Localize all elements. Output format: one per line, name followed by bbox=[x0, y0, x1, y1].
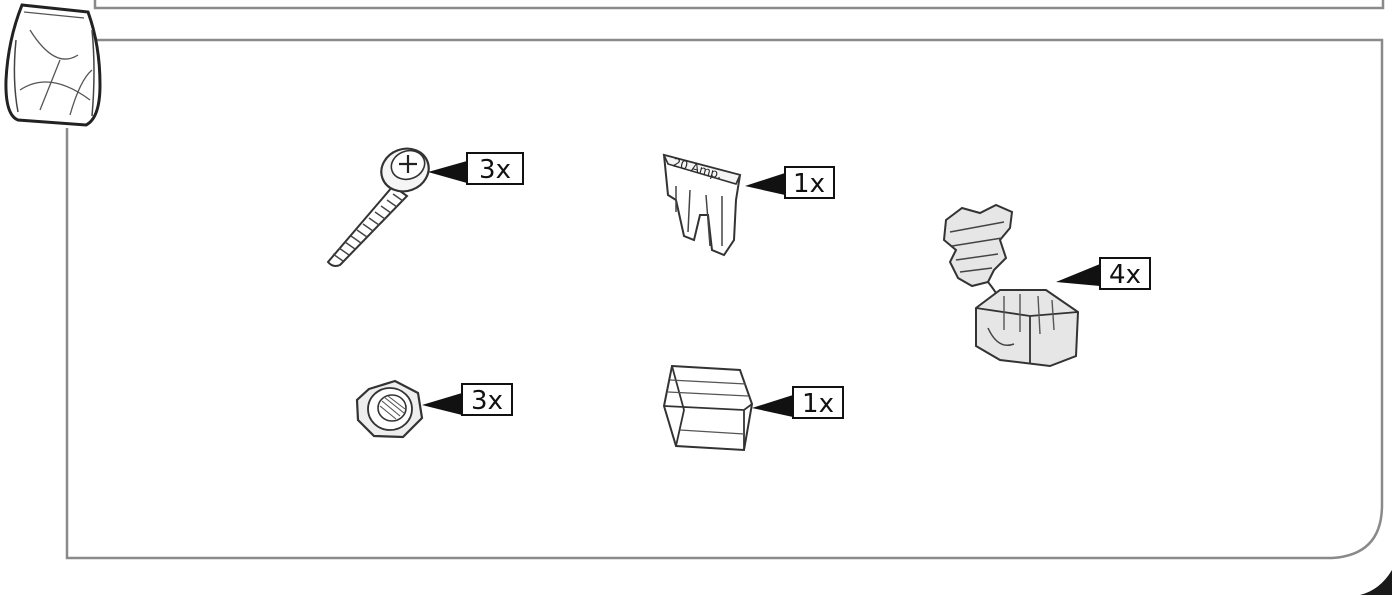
fuse-qty-label: 1x bbox=[793, 169, 825, 199]
corner-mark bbox=[1360, 570, 1392, 595]
panel-frame bbox=[65, 38, 1384, 560]
fuse-holder-cover-part bbox=[662, 364, 754, 452]
hex-nut-part bbox=[355, 379, 424, 439]
wire-tap-connector-part bbox=[942, 203, 1080, 368]
fuse-callout: 1x bbox=[745, 166, 835, 199]
previous-panel-frame bbox=[93, 0, 1385, 10]
fuse-holder-cover-qty-label: 1x bbox=[802, 389, 834, 419]
fuse-holder-cover-callout: 1x bbox=[752, 386, 844, 419]
screw-qty-label: 3x bbox=[479, 155, 511, 185]
wire-tap-callout: 4x bbox=[1056, 257, 1151, 290]
fuse-part: 20 Amp. bbox=[662, 153, 742, 257]
hex-nut-callout: 3x bbox=[422, 383, 513, 416]
screw-part bbox=[326, 147, 430, 267]
wire-tap-qty-label: 4x bbox=[1109, 260, 1141, 290]
parts-bag-icon bbox=[4, 3, 102, 127]
hex-nut-qty-label: 3x bbox=[471, 386, 503, 416]
screw-callout: 3x bbox=[428, 152, 524, 185]
